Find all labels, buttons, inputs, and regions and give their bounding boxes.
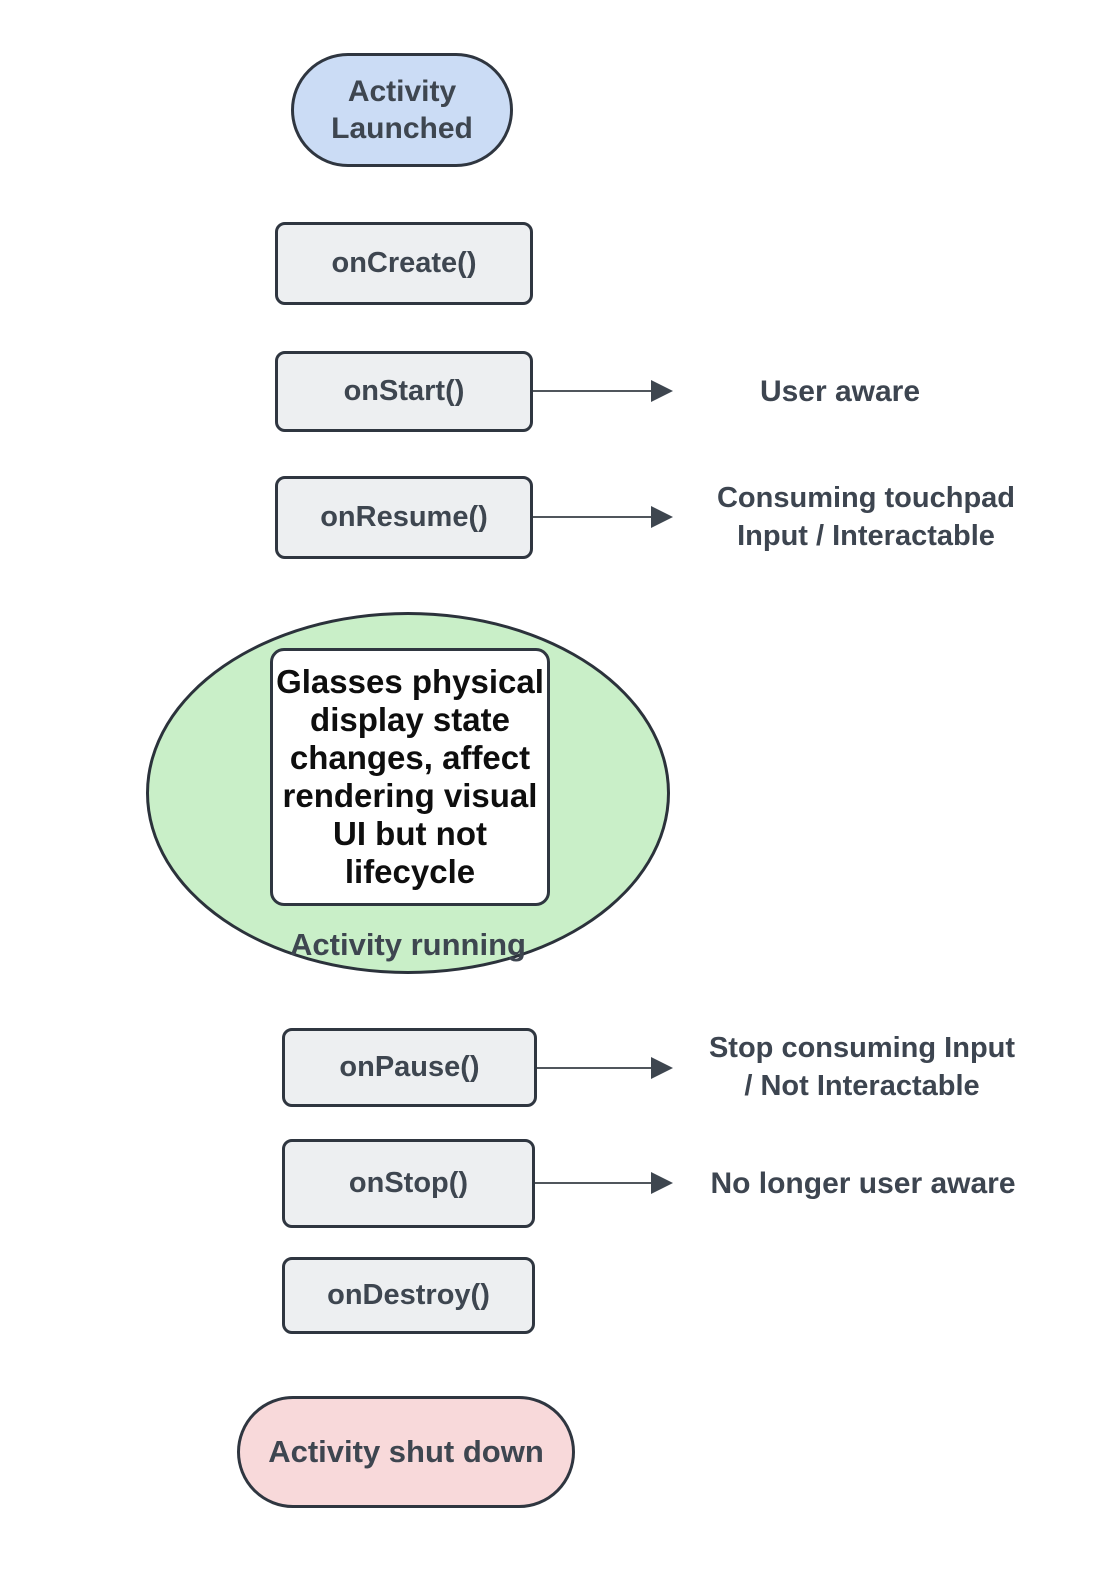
- activity-running-label: Activity running: [290, 927, 526, 962]
- arrow-on-pause-icon: [537, 1057, 673, 1079]
- node-on-pause: onPause(): [282, 1028, 537, 1107]
- annotation-no-longer-user-aware: No longer user aware: [710, 1167, 1016, 1200]
- arrowhead-icon: [651, 1172, 673, 1194]
- annotation-stop-consuming: Stop consuming Input / Not Interactable: [708, 1032, 1016, 1102]
- node-on-start: onStart(): [275, 351, 533, 432]
- annotation-user-aware: User aware: [759, 375, 921, 408]
- node-activity-launched: Activity Launched: [291, 53, 513, 167]
- arrow-on-stop-icon: [535, 1172, 673, 1194]
- node-on-stop: onStop(): [282, 1139, 535, 1228]
- arrowhead-icon: [651, 380, 673, 402]
- arrowhead-icon: [651, 506, 673, 528]
- node-activity-shut-down: Activity shut down: [237, 1396, 575, 1508]
- node-on-resume: onResume(): [275, 476, 533, 559]
- note-glasses-display-state: Glasses physical display state changes, …: [270, 648, 550, 906]
- arrow-on-start-icon: [533, 380, 673, 402]
- node-on-create: onCreate(): [275, 222, 533, 305]
- node-on-destroy: onDestroy(): [282, 1257, 535, 1334]
- annotation-consuming-touchpad: Consuming touchpad Input / Interactable: [716, 482, 1016, 552]
- arrow-on-resume-icon: [533, 506, 673, 528]
- arrowhead-icon: [651, 1057, 673, 1079]
